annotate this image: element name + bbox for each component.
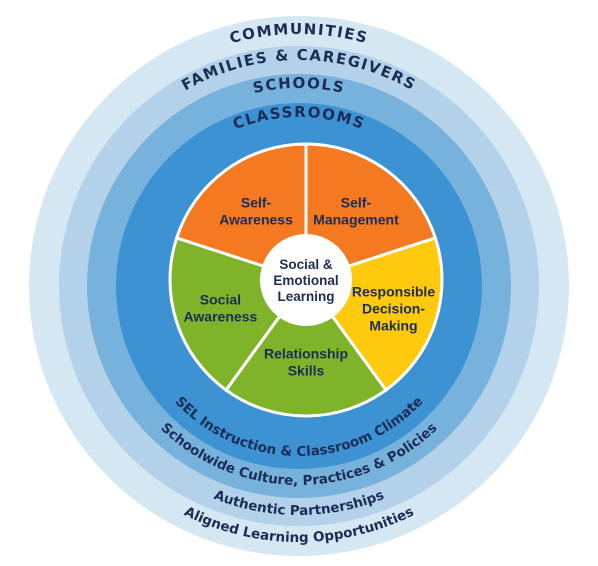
segment-relationship-skills — [223, 277, 389, 418]
segment-label-line: Skills — [288, 363, 325, 379]
segment-label-line: Awareness — [184, 308, 258, 324]
center-label-line: Emotional — [273, 273, 338, 288]
segment-label-line: Self- — [341, 195, 372, 211]
competency-segments: Self-AwarenessSelf-ManagementResponsible… — [168, 142, 444, 418]
segment-self-awareness — [174, 142, 308, 283]
segment-label-self-awareness: Self-Awareness — [219, 195, 293, 228]
segment-label-line: Awareness — [219, 212, 293, 228]
segment-label-line: Self- — [241, 195, 272, 211]
segment-label-self-management: Self-Management — [313, 195, 399, 228]
center-circle — [260, 234, 352, 326]
segment-label-line: Responsible — [352, 283, 435, 299]
center-label-line: Social & — [279, 257, 333, 272]
segment-label-line: Making — [369, 317, 417, 333]
center-label-line: Learning — [277, 289, 334, 304]
segment-label-line: Management — [313, 212, 399, 228]
segment-label-line: Relationship — [264, 346, 348, 362]
segment-self-management — [304, 142, 438, 283]
segment-label-line: Decision- — [362, 300, 425, 316]
segment-label-line: Social — [200, 291, 241, 307]
